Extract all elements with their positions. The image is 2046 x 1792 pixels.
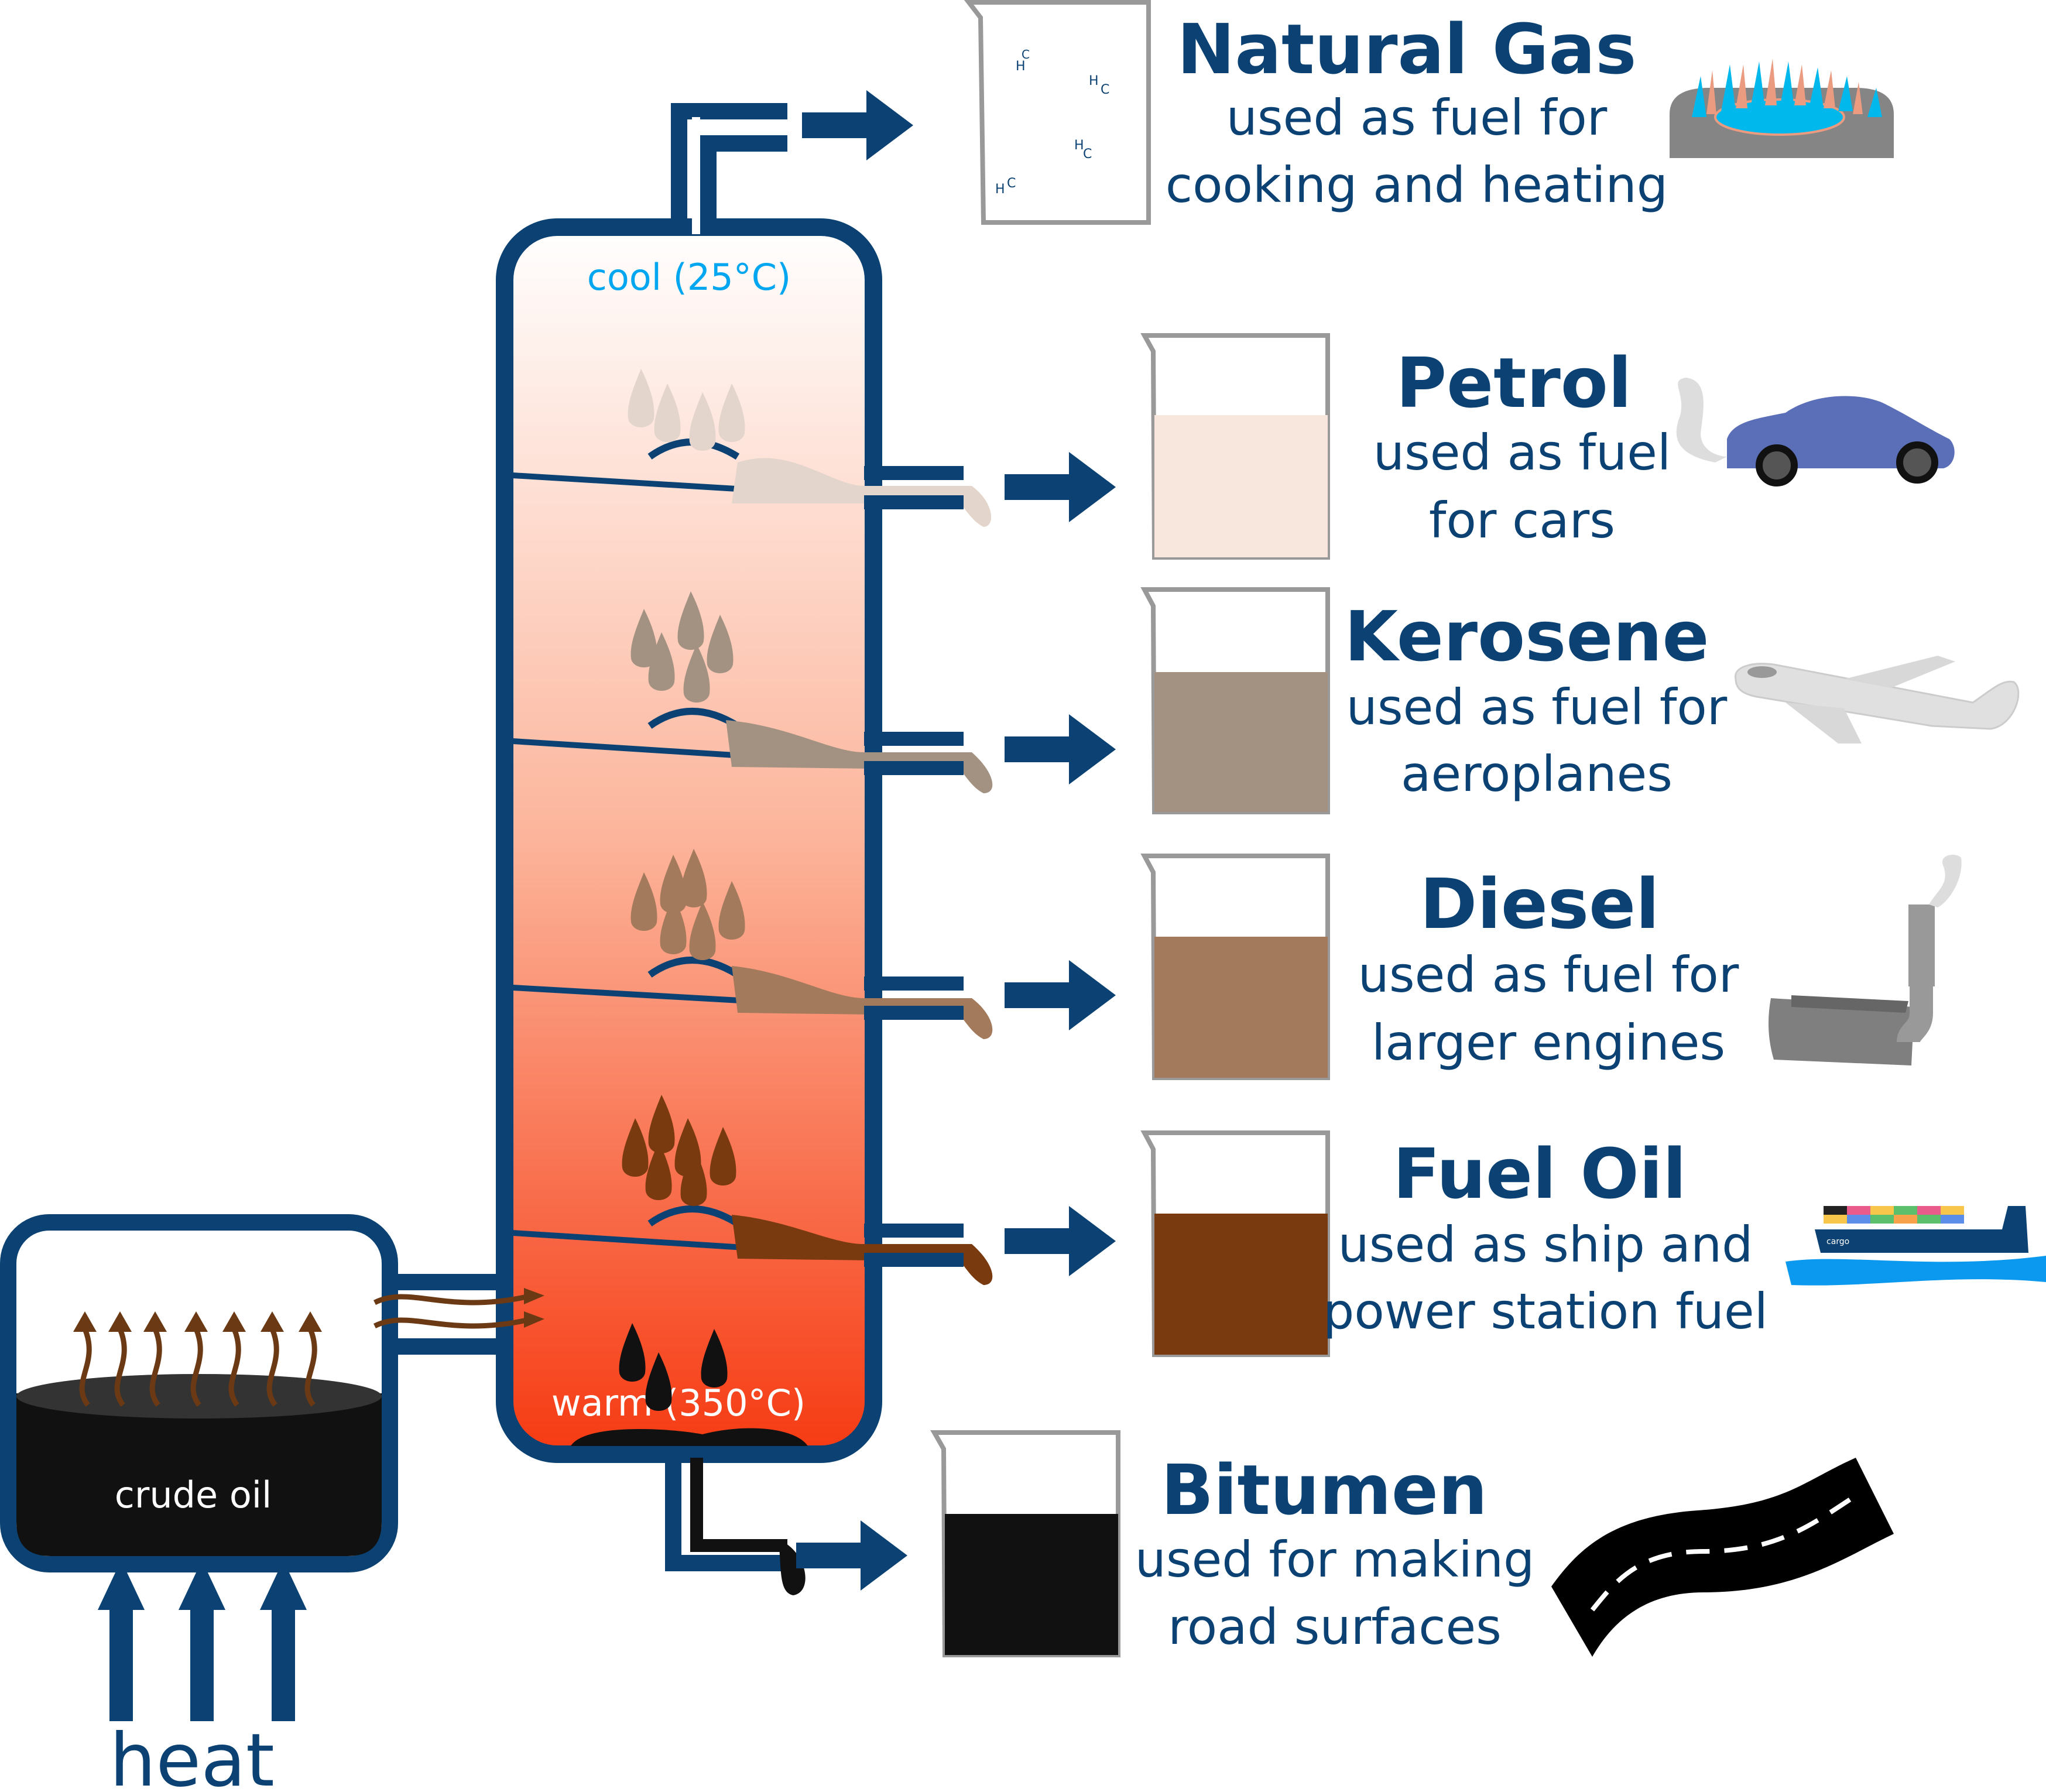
cool-label: cool (25°C) [587, 256, 791, 299]
fractionating-column: cool (25°C) warm (350°C) [496, 90, 913, 1595]
svg-text:C: C [1101, 83, 1109, 97]
warm-label: warm (350°C) [551, 1382, 806, 1424]
svg-text:for cars: for cars [1429, 492, 1615, 549]
bitumen-title: Bitumen [1161, 1450, 1488, 1530]
svg-text:C: C [1007, 176, 1016, 191]
tray-diesel [512, 849, 1116, 1039]
tray-kerosene [512, 591, 1116, 793]
svg-text:H: H [1074, 138, 1084, 153]
svg-text:used as fuel for: used as fuel for [1346, 679, 1728, 736]
svg-text:H: H [995, 182, 1005, 197]
car-icon [1676, 378, 1955, 486]
svg-text:used as fuel for: used as fuel for [1226, 89, 1608, 146]
trays [512, 369, 1116, 1285]
ship-icon: cargo [1785, 1206, 2046, 1286]
crude-oil-tank: crude oil [0, 1214, 544, 1572]
ship-cargo-label: cargo [1826, 1237, 1849, 1246]
beaker-petrol [1140, 333, 1330, 560]
beaker-diesel [1140, 854, 1330, 1080]
svg-text:used for making: used for making [1135, 1531, 1535, 1588]
svg-text:used as fuel for: used as fuel for [1358, 946, 1739, 1003]
svg-text:used as fuel: used as fuel [1373, 424, 1671, 481]
fraction-labels: Natural Gas used as fuel for cooking and… [1135, 9, 1768, 1656]
heat-label: heat [109, 1718, 275, 1792]
road-icon [1551, 1458, 1894, 1657]
svg-text:power station fuel: power station fuel [1323, 1283, 1768, 1340]
heat-arrows: heat [98, 1560, 307, 1792]
tray-petrol [512, 369, 1116, 527]
petrol-title: Petrol [1396, 342, 1632, 423]
svg-text:cooking and heating: cooking and heating [1166, 156, 1668, 214]
beaker-fuel-oil [1140, 1130, 1330, 1357]
aeroplane-icon [1735, 656, 2020, 743]
fuel-oil-title: Fuel Oil [1393, 1133, 1687, 1214]
diesel-title: Diesel [1420, 864, 1659, 944]
svg-text:aeroplanes: aeroplanes [1401, 745, 1673, 803]
beaker-bitumen [930, 1430, 1120, 1657]
beaker-kerosene [1140, 587, 1330, 814]
svg-text:H: H [1016, 59, 1026, 74]
svg-text:C: C [1083, 147, 1092, 162]
natural-gas-title: Natural Gas [1177, 9, 1637, 90]
kerosene-title: Kerosene [1345, 596, 1709, 677]
svg-text:used as ship and: used as ship and [1338, 1216, 1753, 1273]
svg-text:C: C [1022, 47, 1030, 61]
engine-icon [1769, 855, 1962, 1065]
svg-text:H: H [1089, 74, 1099, 88]
svg-text:road surfaces: road surfaces [1168, 1598, 1502, 1656]
crude-oil-label: crude oil [115, 1474, 272, 1516]
gas-stove-icon [1670, 59, 1894, 158]
svg-text:larger engines: larger engines [1372, 1014, 1725, 1071]
tray-fuel-oil [512, 1095, 1116, 1285]
